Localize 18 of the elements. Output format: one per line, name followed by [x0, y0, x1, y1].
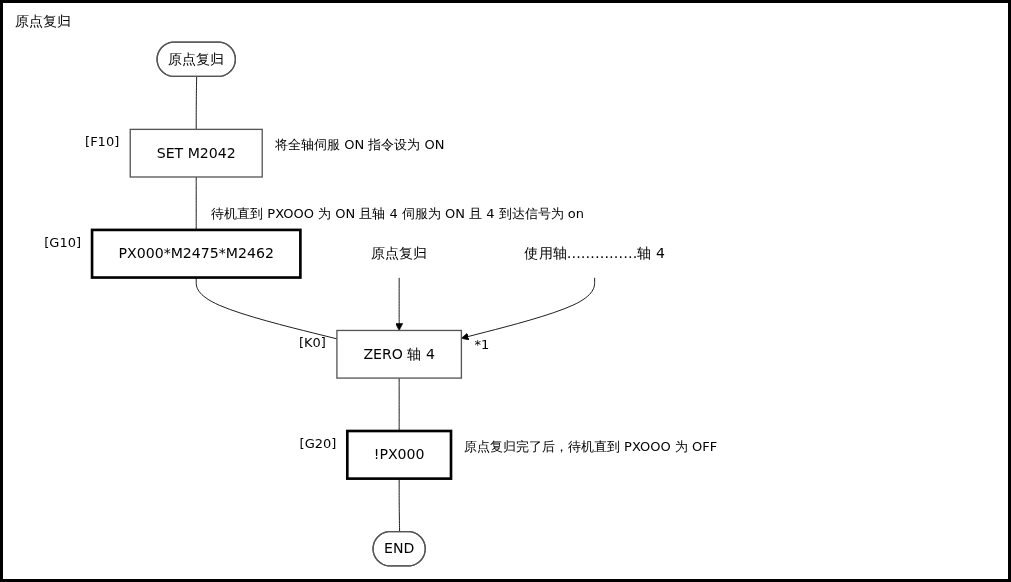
annotation-text: 原点复归完了后，待机直到 PXOOO 为 OFF [464, 438, 718, 456]
connector [398, 478, 401, 533]
node-text: 使用轴……………轴 4 [524, 244, 665, 262]
diagram-title: 原点复归 [15, 13, 71, 31]
node-box: !PX000 [346, 429, 453, 480]
annotation-text: *1 [474, 337, 490, 353]
step-label: [G10] [44, 234, 82, 250]
step-label: [G20] [299, 436, 337, 451]
step-label: [F10] [85, 134, 120, 150]
step-label: [K0] [298, 335, 326, 351]
connector [195, 76, 198, 130]
connector [398, 377, 400, 432]
node-text: 原点复归 [370, 244, 428, 262]
node-box: SET M2042 [129, 128, 263, 178]
node-box: ZERO 轴 4 [336, 329, 463, 379]
node-box: PX000*M2475*M2462 [90, 228, 302, 279]
annotation-text: 将全轴伺服 ON 指令设为 ON [275, 136, 445, 155]
annotation-text: 待机直到 PXOOO 为 ON 且轴 4 伺服为 ON 且 4 到达信号为 on [211, 204, 584, 223]
